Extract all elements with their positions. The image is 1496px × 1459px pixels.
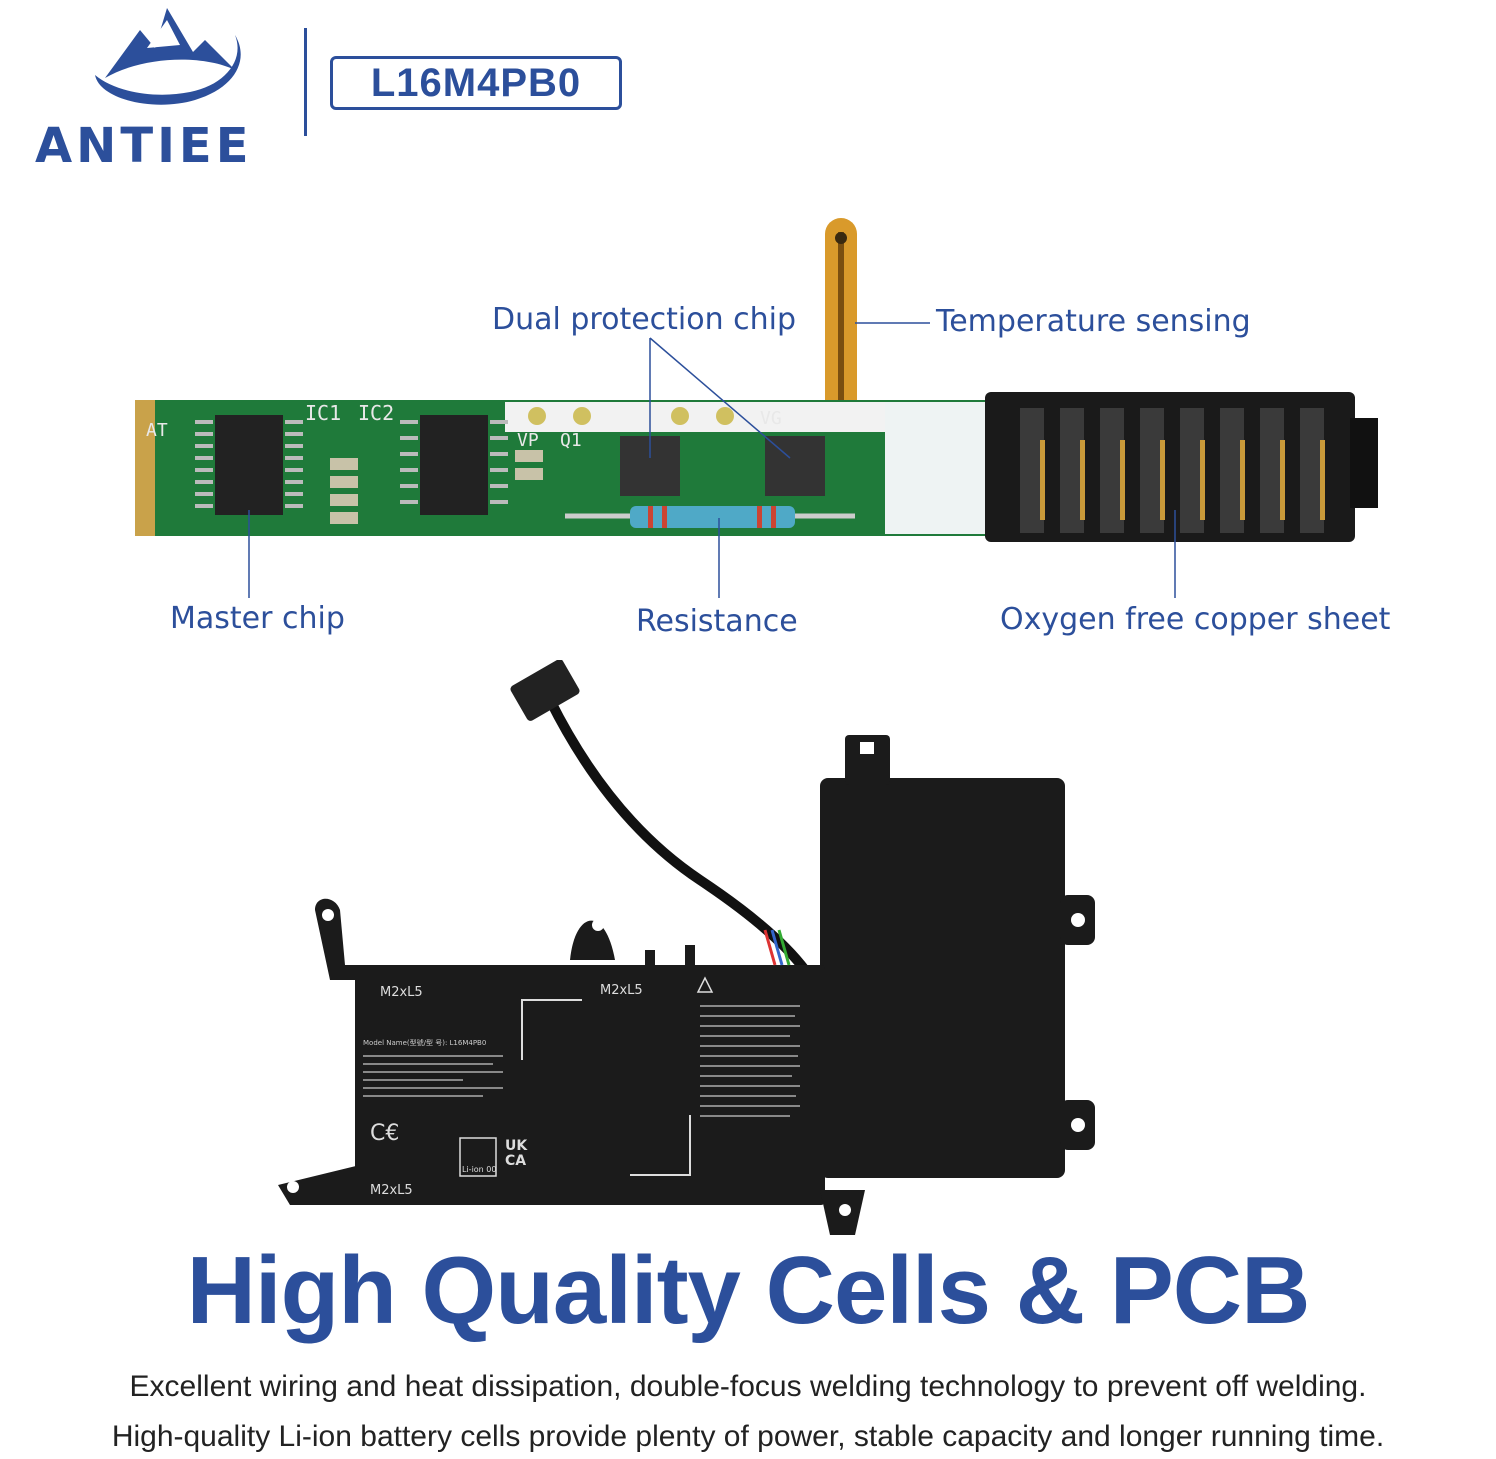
- silk-vp: VP: [517, 430, 539, 451]
- brand-name: ANTIEE: [35, 118, 253, 174]
- silk-vg: VG: [760, 408, 782, 429]
- svg-text:C€: C€: [370, 1121, 399, 1146]
- li-ion-label: Li-ion 00: [462, 1165, 496, 1174]
- ic2-chip: [400, 415, 508, 515]
- mountain-logo-icon: [95, 8, 241, 105]
- resistance-component: [565, 506, 855, 528]
- headline: High Quality Cells & PCB: [186, 1237, 1311, 1344]
- label-model-line: Model Name(型號/型 号): L16M4PB0: [363, 1038, 486, 1047]
- callout-dual-protection-chip: Dual protection chip: [492, 302, 797, 337]
- ukca-mark: UK CA: [505, 1138, 528, 1169]
- silk-q1: Q1: [560, 430, 582, 451]
- screw-label-1: M2xL5: [380, 985, 423, 1000]
- silk-ic1: IC1: [305, 401, 341, 425]
- callout-master-chip: Master chip: [170, 601, 345, 636]
- callout-resistance: Resistance: [636, 604, 798, 639]
- callout-oxygen-free-copper-sheet: Oxygen free copper sheet: [1000, 602, 1391, 637]
- copper-connector: [985, 392, 1378, 542]
- ce-mark-icon: C€: [370, 1121, 399, 1146]
- silk-at: AT: [146, 420, 168, 441]
- battery-illustration: M2xL5 M2xL5 M2xL5 Model Name(型號/型 号): L1…: [278, 660, 1095, 1235]
- pcb-illustration: IC1 IC2 AT VP Q1 VG: [135, 218, 1378, 598]
- callout-temperature-sensing: Temperature sensing: [936, 304, 1251, 339]
- recycle-icon: [459, 1137, 497, 1177]
- leader-dual-chip-right: [649, 337, 791, 459]
- svg-text:UK: UK: [505, 1138, 528, 1154]
- svg-text:CA: CA: [505, 1153, 526, 1169]
- warning-triangle-icon: [696, 976, 714, 993]
- description-line-1: Excellent wiring and heat dissipation, d…: [129, 1370, 1367, 1403]
- silk-ic2: IC2: [358, 401, 394, 425]
- description-line-2: High-quality Li-ion battery cells provid…: [111, 1420, 1385, 1453]
- cable-connector: [510, 660, 580, 721]
- logo-divider: [304, 28, 307, 136]
- screw-label-2: M2xL5: [600, 983, 643, 998]
- model-badge: L16M4PB0: [330, 56, 622, 110]
- screw-label-3: M2xL5: [370, 1183, 413, 1198]
- master-chip-ic1: [195, 415, 303, 515]
- battery-cell-pack: [820, 778, 1065, 1178]
